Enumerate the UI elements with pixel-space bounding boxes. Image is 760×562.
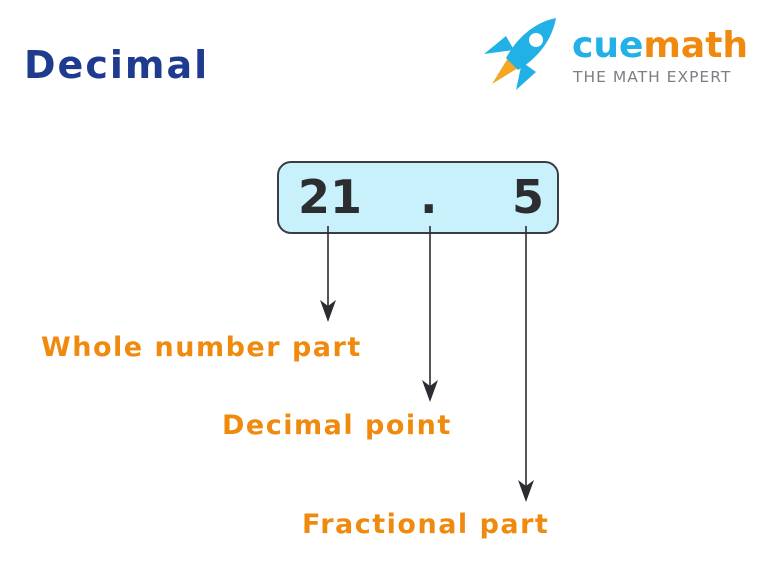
whole-number-part-label: Whole number part: [41, 332, 362, 363]
arrow-point-head: [422, 380, 438, 402]
brand-tagline: THE MATH EXPERT: [573, 68, 732, 86]
decimal-point-symbol: .: [420, 170, 438, 224]
whole-number-digits: 21: [298, 170, 363, 224]
brand-name: cuemath: [572, 28, 748, 64]
arrow-whole-head: [320, 300, 336, 322]
arrow-fraction-head: [518, 480, 534, 502]
rocket-icon: [484, 18, 556, 90]
decimal-number-box: [277, 161, 559, 234]
cuemath-logo: cuemath THE MATH EXPERT: [478, 14, 748, 104]
brand-cue: cue: [572, 25, 644, 66]
fractional-part-label: Fractional part: [302, 509, 550, 540]
brand-math: math: [643, 25, 749, 66]
decimal-point-label: Decimal point: [222, 410, 452, 441]
fractional-digits: 5: [512, 170, 545, 224]
diagram-title: Decimal: [24, 43, 210, 87]
